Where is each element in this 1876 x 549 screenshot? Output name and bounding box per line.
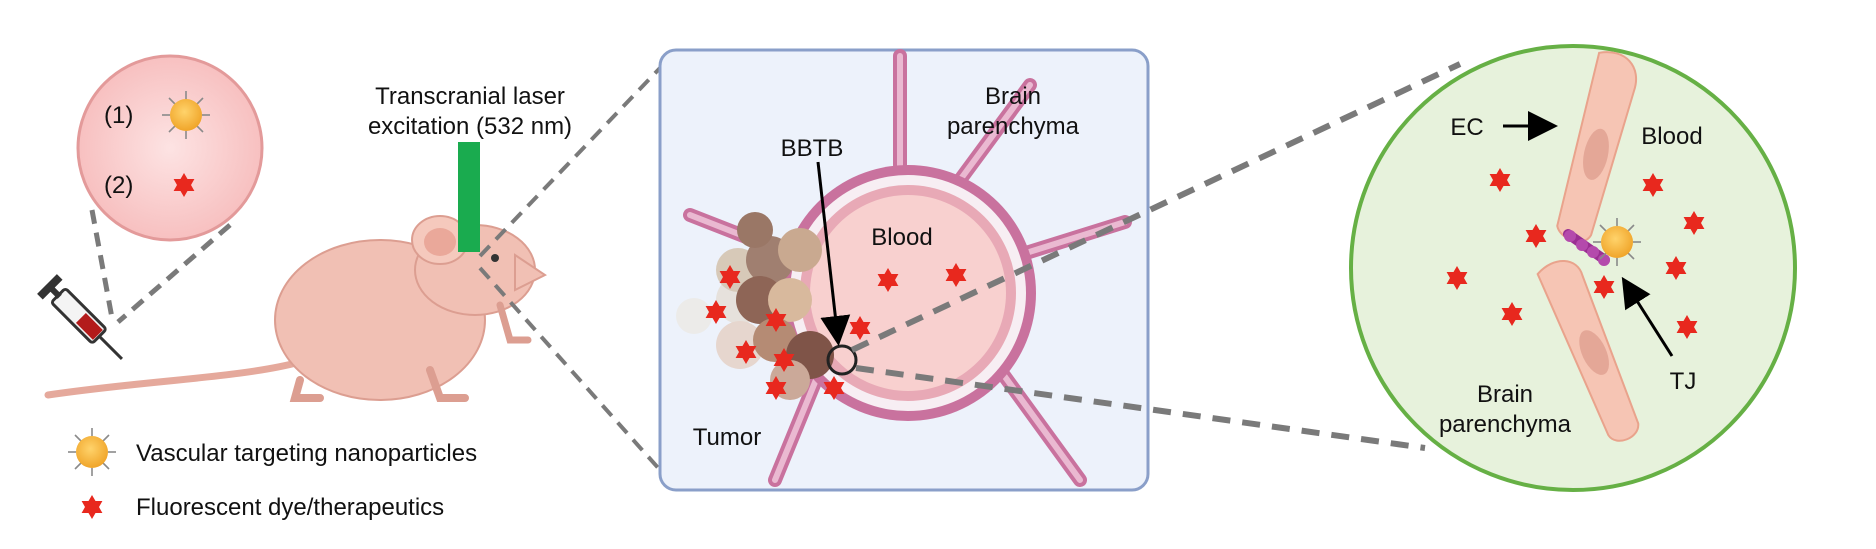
blood-label: Blood <box>871 224 932 251</box>
tumor-label: Tumor <box>693 424 761 451</box>
syringe-icon <box>37 274 124 361</box>
zoom-blood-label: Blood <box>1641 123 1702 150</box>
endothelial-cell-lower <box>1536 260 1640 442</box>
formulation-inset: (1) (2) <box>76 54 264 242</box>
laser-beam <box>458 142 480 252</box>
tj-label: TJ <box>1670 368 1697 395</box>
zoom-line-lower <box>855 365 1426 451</box>
legend-dye-label: Fluorescent dye/therapeutics <box>136 494 444 521</box>
tj-arrow <box>1621 276 1674 357</box>
nanoparticle-bound-icon <box>1592 217 1642 267</box>
bbtb-label: BBTB <box>781 135 844 162</box>
zoom-line-upper <box>850 61 1462 353</box>
laser-label-line2: excitation (532 nm) <box>368 113 572 140</box>
legend-dye-icon <box>81 495 103 519</box>
zoom-brain-label-line2: parenchyma <box>1439 411 1572 438</box>
inset-connector-left <box>89 209 115 319</box>
item1-label: (1) <box>104 102 133 129</box>
legend-nanoparticle-label: Vascular targeting nanoparticles <box>136 440 477 467</box>
brain-label-line2: parenchyma <box>947 113 1080 140</box>
legend-nanoparticle-icon <box>67 427 117 477</box>
vessel-panel: BBTB Brain parenchyma Blood Tumor <box>658 48 1150 492</box>
junction-zoom-panel: EC Blood Brain parenchyma TJ <box>1349 44 1797 492</box>
bbtb-highlight <box>826 344 858 376</box>
inset-connector-right <box>116 223 232 324</box>
mouse-illustration <box>44 215 547 402</box>
endothelial-cell-upper <box>1556 51 1637 243</box>
item2-label: (2) <box>104 172 133 199</box>
brain-label-line1: Brain <box>985 83 1041 110</box>
bbtb-arrow <box>816 161 851 346</box>
legend: Vascular targeting nanoparticles Fluores… <box>67 427 477 521</box>
ec-label: EC <box>1450 114 1483 141</box>
zoom-brain-label-line1: Brain <box>1477 381 1533 408</box>
zoom-line-top <box>478 66 662 258</box>
nanoparticle-icon <box>161 90 211 140</box>
laser-label-line1: Transcranial laser <box>375 83 565 110</box>
tight-junction-protein <box>1563 229 1610 266</box>
